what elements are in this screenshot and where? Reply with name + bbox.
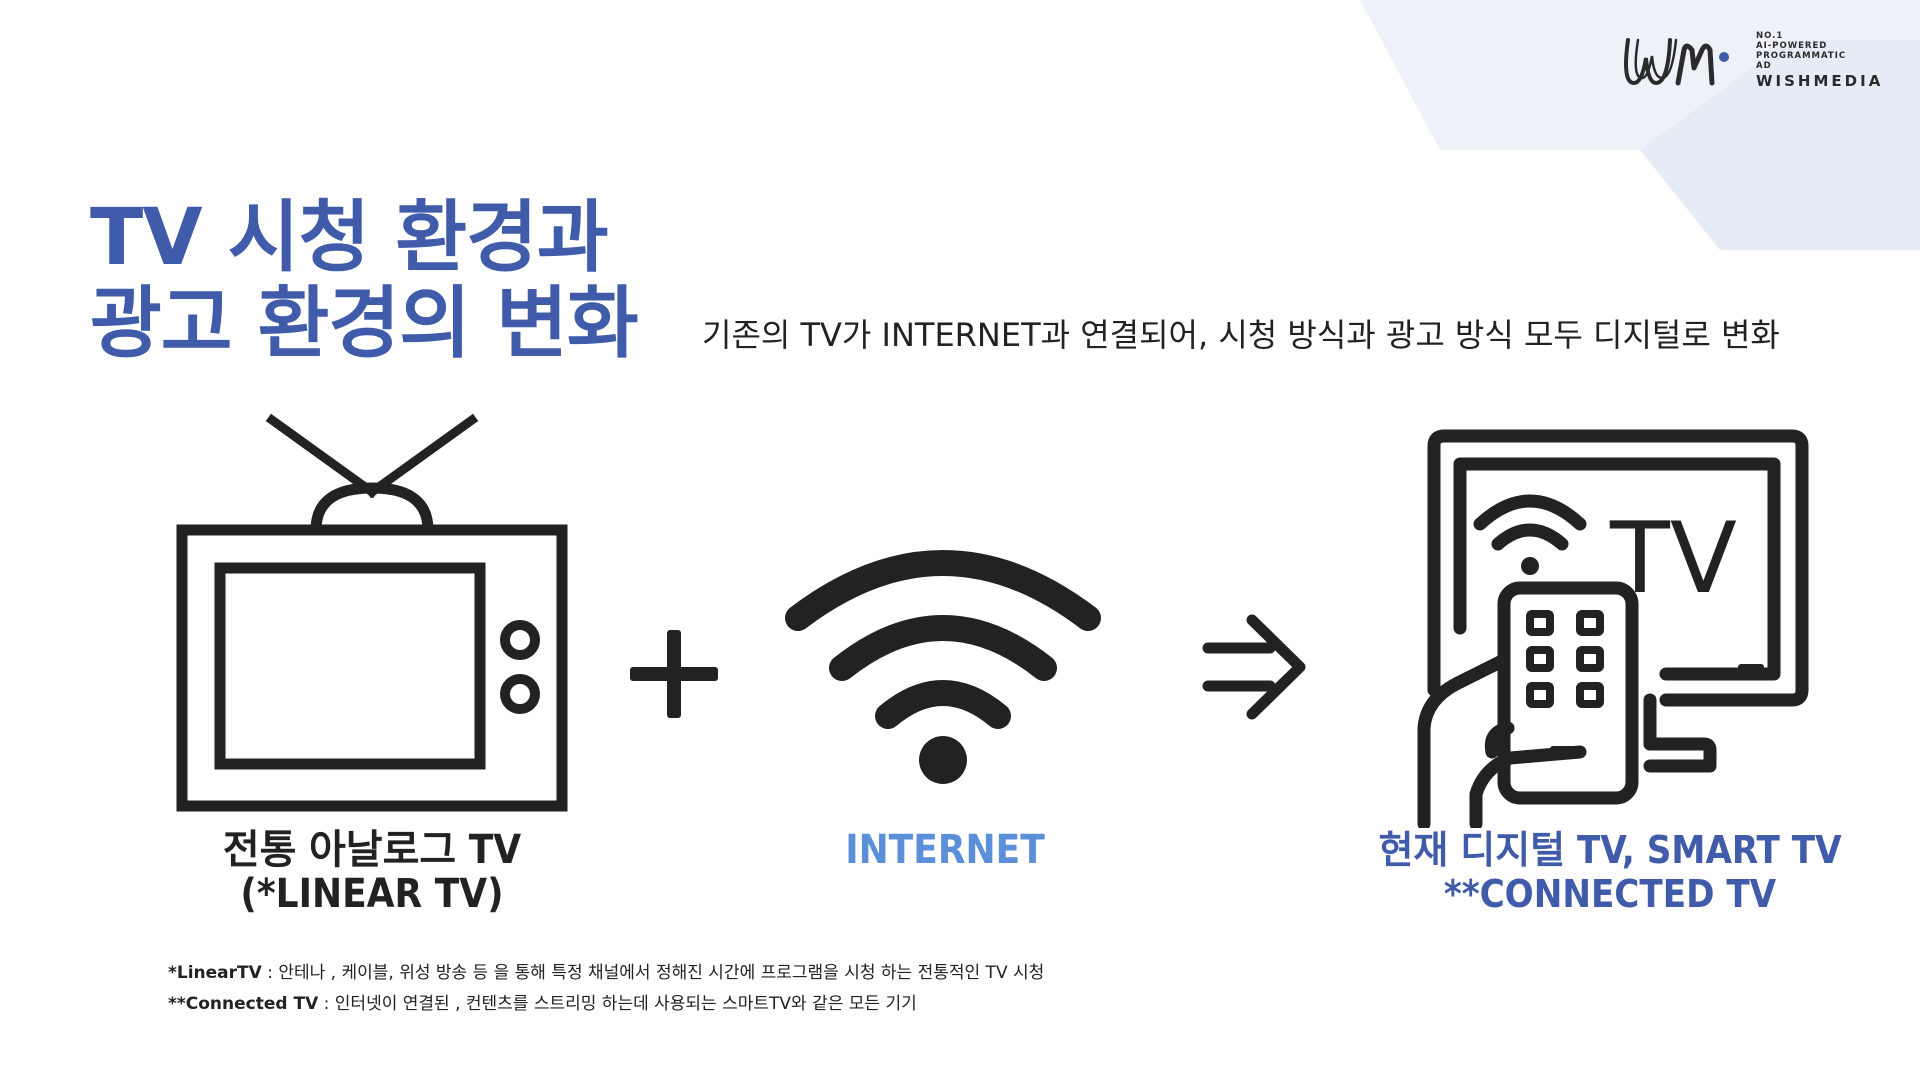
page-title: TV 시청 환경과 광고 환경의 변화	[90, 193, 639, 369]
arrow-right-icon	[1202, 614, 1306, 720]
brand-name: WISHMEDIA	[1756, 72, 1884, 90]
footnotes: *LinearTV : 안테나 , 케이블, 위성 방송 등 을 통해 특정 채…	[168, 958, 1044, 1020]
plus-icon	[630, 630, 718, 718]
label-connected-tv: 현재 디지털 TV, SMART TV **CONNECTED TV	[1378, 828, 1842, 916]
smart-tv-remote-icon: TV	[1417, 429, 1809, 828]
label-linear-tv: 전통 아날로그 TV (*LINEAR TV)	[222, 827, 522, 917]
page-title-line-2: 광고 환경의 변화	[90, 279, 639, 369]
wm-logo-icon	[1624, 38, 1729, 86]
brand-tagline: NO.1 AI-POWERED PROGRAMMATIC AD	[1756, 31, 1847, 71]
footnote-connected-tv: **Connected TV : 인터넷이 연결된 , 컨텐츠를 스트리밍 하는…	[168, 994, 917, 1014]
page-title-line-1: TV 시청 환경과	[90, 193, 609, 283]
footnote-linear-tv: *LinearTV : 안테나 , 케이블, 위성 방송 등 을 통해 특정 채…	[168, 963, 1045, 983]
wifi-icon	[785, 550, 1101, 784]
brand-logo: NO.1 AI-POWERED PROGRAMMATIC AD WISHMEDI…	[1620, 28, 1900, 98]
retro-tv-icon	[176, 413, 568, 812]
page-subtitle: 기존의 TV가 INTERNET과 연결되어, 시청 방식과 광고 방식 모두 …	[702, 316, 1780, 354]
label-internet: INTERNET	[845, 827, 1045, 873]
